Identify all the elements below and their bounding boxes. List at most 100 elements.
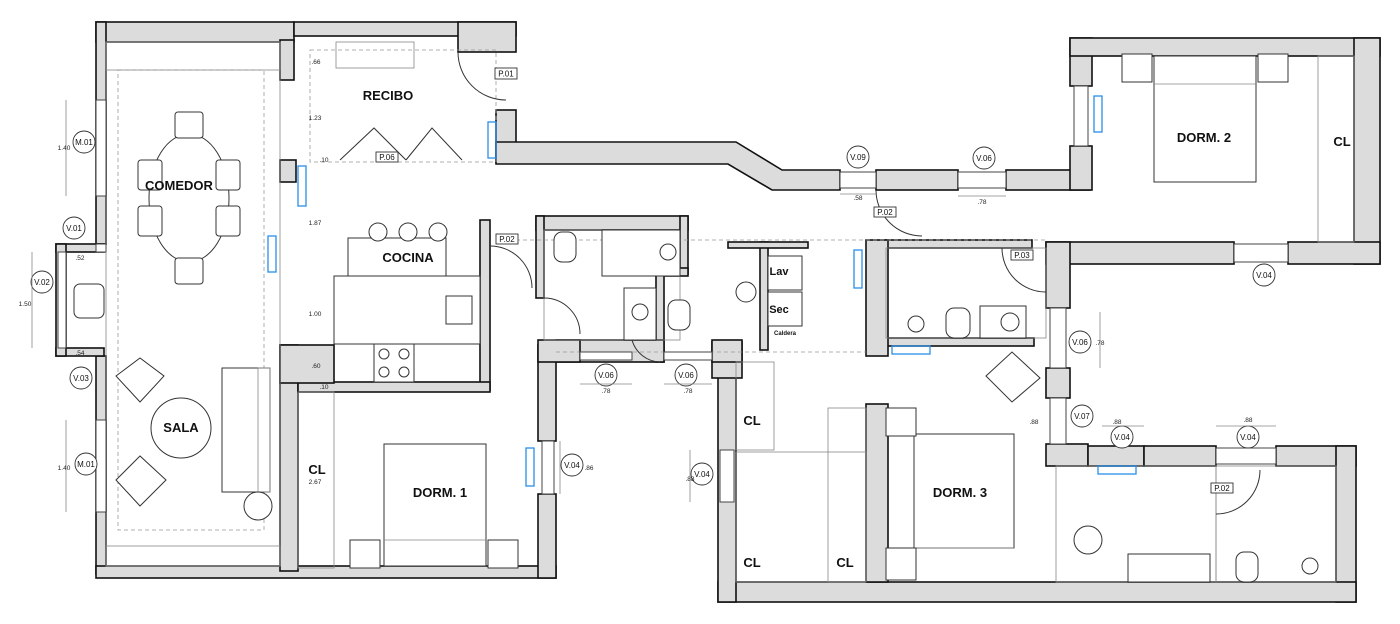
dim-label: .78 [977,199,986,206]
chair [215,205,241,237]
burner [398,348,410,360]
wall-kitchen-right [479,219,491,391]
basin [1000,312,1020,332]
radiator [1097,465,1137,475]
wall-right-bath-top-2 [1143,445,1217,467]
wall-right-vertical-3 [1045,443,1089,467]
windows [57,85,1289,513]
wall-dorm1-right-lower [537,493,557,579]
armchair [115,357,165,403]
door-tag-p01: P.01 [498,70,514,79]
window-tag-v04-dorm1: V.04 [564,461,580,470]
tag-box [1010,249,1034,261]
wall-dorm3-left [865,403,889,583]
wall-bottom-right [717,581,1357,603]
cooktop [373,343,415,383]
chair [137,205,163,237]
window-v07 [1049,397,1067,445]
window-m01-bottom [95,419,107,513]
closet-label-dorm1: CL [308,462,325,477]
room-label-dorm3: DORM. 3 [933,485,987,500]
window-tag-v03: V.03 [73,374,89,383]
nightstand [1121,53,1153,83]
dim-label: .86 [584,465,593,472]
armchair [985,351,1041,403]
shower-drain [631,303,649,321]
window-v04-bath [1215,447,1277,465]
chair [215,159,241,191]
nightstand [885,407,917,437]
tag-circle [846,145,870,169]
wall-corridor-top [495,141,841,191]
kitchen-island [347,237,447,277]
window-v04-dorm1 [541,440,555,495]
tag-circle [74,452,98,476]
folding-door [339,127,407,161]
radiator [487,121,497,159]
wall-dorm3-top [885,337,1035,347]
window-tag-v04-study: V.04 [1114,433,1130,442]
door-swing-bath-mid [631,339,661,363]
door-tag-p02-kitchen: P.02 [499,235,515,244]
block-closet-right [827,407,867,583]
side-table [243,491,273,521]
wall-dorm1-right-top [537,339,581,363]
dim-label: 1.50 [19,301,32,308]
nightstand [487,539,519,569]
window-tag-v06-bath1: V.06 [598,371,614,380]
living-window-strip [105,41,281,71]
block-closet-left [735,361,775,451]
wall-laundry-top [727,241,809,249]
wall-kitchen-left [279,159,297,183]
wall-right-bath-top [1087,445,1145,467]
window-dorm2-side [1073,85,1089,147]
window-tag-v09: V.09 [850,153,866,162]
dim-label: .78 [683,388,692,395]
dorm2-closet [1317,55,1355,243]
radiator [297,165,307,207]
washer-label: Lav [770,266,790,278]
window-v06-right [1049,307,1067,369]
window-v06-bath2 [663,351,713,361]
toilet [945,307,971,339]
wall-right-outer [1335,445,1357,603]
sofa-back [257,367,271,493]
wall-right-vertical-2 [1045,367,1071,399]
dryer-label: Sec [769,304,789,316]
tag-circle [972,146,996,170]
chair [174,111,204,139]
dimension-labels: .66 1.23 .10 1.87 1.00 .60 .10 1.40 1.40… [19,59,1253,486]
tag-circle [1252,263,1276,287]
closet-label-block-bottom-right: CL [836,555,853,570]
tag-circle [560,453,584,477]
dim-label: 2.67 [309,479,322,486]
door-swing-p03 [1001,247,1047,293]
dim-label: .52 [75,255,84,262]
nightstand [1257,53,1289,83]
burner [398,366,410,378]
dryer [767,291,803,327]
toilet [553,231,577,263]
tag-circle [1068,330,1092,354]
closet-label-dorm2: CL [1333,134,1350,149]
window-v02 [57,251,67,349]
bed-dorm3 [913,433,1015,549]
radiator [1093,95,1103,133]
dining-chairs [137,111,241,285]
window-tag-m01-bottom: M.01 [77,460,95,469]
tag-box [494,67,518,80]
window-v04-dorm2 [1233,243,1289,263]
radiators [267,95,1137,487]
dim-label: .78 [601,388,610,395]
wall-right-vertical [1045,241,1071,309]
wall-bath1-left [535,215,545,299]
wall-midblock-left [865,239,889,357]
window-v04-block [719,449,735,503]
tag-box [873,206,897,218]
nightstand [349,539,381,569]
window-v01 [95,243,107,253]
tag-circle [674,363,698,387]
dim-label: .88 [1243,417,1252,424]
toilet [1235,551,1259,583]
folding-door [405,127,463,161]
